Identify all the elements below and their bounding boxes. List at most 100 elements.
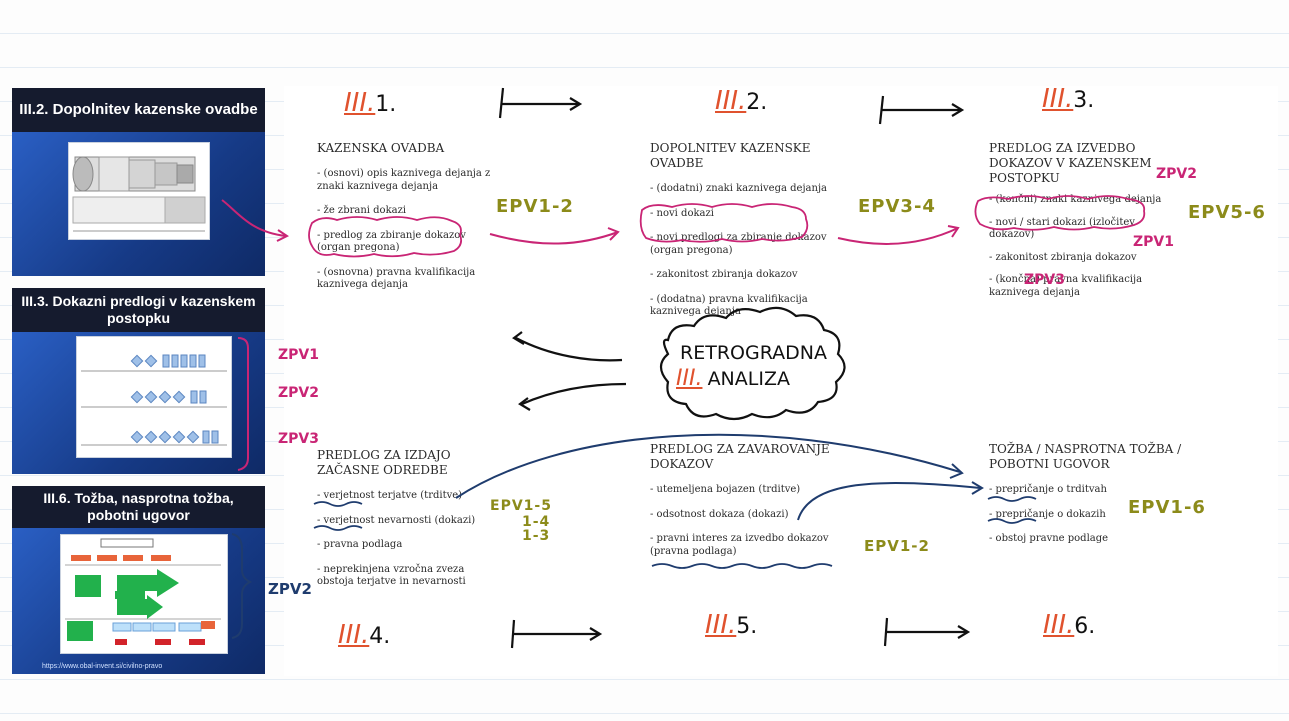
annotation-epv-1-2: EPV1-2 — [496, 196, 574, 217]
annotation-epv-5-6: EPV5-6 — [1188, 202, 1266, 223]
cloud-line-2: III. ANALIZA — [676, 366, 790, 391]
column-tozba: TOŽBA / NASPROTNA TOŽBA / POBOTNI UGOVOR… — [989, 442, 1189, 558]
column-heading: KAZENSKA OVADBA — [317, 141, 445, 155]
list-item: - (osnovna) pravna kvalifikacija kaznive… — [317, 266, 476, 291]
column-heading: TOŽBA / NASPROTNA TOŽBA / POBOTNI UGOVOR — [989, 442, 1182, 471]
slide-body — [12, 332, 265, 474]
underline-verjetnost-nevarnosti — [313, 525, 363, 531]
arrowhead — [518, 397, 531, 411]
slide-tozba[interactable]: III.6. Tožba, nasprotna tožba, pobotni u… — [12, 486, 265, 674]
arrowhead — [971, 481, 984, 495]
annotation-zpv-1-top: ZPV1 — [1133, 234, 1174, 250]
arrowhead — [276, 229, 289, 242]
step-label-2: III.2. — [715, 86, 767, 116]
arrow-retro-upper — [515, 337, 623, 362]
step-label-4: III.4. — [338, 620, 390, 650]
roman-numeral: III. — [676, 366, 703, 391]
arrow-retro-lower — [521, 382, 627, 406]
list-item: - utemeljena bojazen (trditve) — [650, 484, 801, 495]
roman-numeral: III. — [344, 88, 376, 118]
list-item: - (dodatna) pravna kvalifikacija kaznive… — [650, 293, 808, 318]
step-label-3: III.3. — [1042, 84, 1094, 114]
list-item: - novi dokazi — [650, 207, 714, 219]
roman-numeral: III. — [715, 86, 747, 116]
arrow-col2-col3 — [837, 227, 959, 245]
column-predlog-izvedbo: PREDLOG ZA IZVEDBO DOKAZOV V KAZENSKEM P… — [989, 141, 1179, 311]
step-label-6: III.6. — [1043, 610, 1095, 640]
cable-diagram-image — [72, 156, 206, 232]
arrowhead — [949, 463, 964, 479]
arrow-step-5-6 — [883, 617, 971, 647]
slide-dokazni-predlogi[interactable]: III.3. Dokazni predlogi v kazenskem post… — [12, 288, 265, 474]
list-item: - odsotnost dokaza (dokazi) — [650, 508, 789, 520]
step-number: 3. — [1073, 88, 1095, 113]
column-dopolnitev: DOPOLNITEV KAZENSKE OVADBE - (dodatni) z… — [650, 141, 846, 331]
roman-numeral: III. — [1042, 84, 1074, 114]
slide-thumbnail — [68, 142, 210, 240]
annotation-epv-1-6: EPV1-6 — [1128, 497, 1206, 518]
circle-highlight-1 — [308, 216, 463, 258]
list-item: - (osnovi) opis kaznivega dejanja z znak… — [317, 168, 491, 192]
annotation-epv-1-2b: EPV1-2 — [864, 537, 930, 555]
circle-highlight-3 — [974, 195, 1146, 231]
list-item: - zakonitost zbiranja dokazov — [989, 251, 1137, 263]
underline-verjetnost-terjatve — [313, 501, 363, 507]
slide-title: III.6. Tožba, nasprotna tožba, pobotni u… — [12, 486, 265, 528]
step-number: 1. — [375, 92, 397, 117]
annotation-zpv-3-left: ZPV3 — [278, 431, 319, 447]
step-number: 6. — [1074, 614, 1096, 639]
list-item: - prepričanje o trditvah — [989, 484, 1107, 495]
bracket-slide-2 — [237, 337, 249, 471]
arrowhead — [947, 225, 960, 238]
slide-body — [12, 132, 265, 276]
arrow-slide-to-col1 — [221, 199, 287, 237]
bracket-slide-3 — [231, 533, 253, 639]
annotation-zpv-1-left: ZPV1 — [278, 347, 319, 363]
list-item: - (dodatni) znaki kaznivega dejanja — [650, 183, 828, 194]
list-item: - predlog za zbiranje dokazov (organ pre… — [317, 229, 466, 254]
column-heading: DOPOLNITEV KAZENSKE OVADBE — [650, 141, 811, 170]
list-item: - verjetnost terjatve (trditve) — [317, 490, 463, 501]
arrow-col4-to-col6 — [455, 433, 961, 499]
cloud-text: ANALIZA — [707, 368, 790, 390]
column-zacasna-odredba: PREDLOG ZA IZDAJO ZAČASNE ODREDBE - verj… — [317, 448, 477, 601]
list-item: - neprekinjena vzročna zveza obstoja ter… — [317, 563, 466, 588]
list-item: - pravni interes za izvedbo dokazov (pra… — [650, 533, 829, 557]
arrow-col5-to-col6 — [797, 481, 981, 521]
annotation-zpv-2-left: ZPV2 — [278, 385, 319, 401]
column-zavarovanje-dokazov: PREDLOG ZA ZAVAROVANJE DOKAZOV - utemelj… — [650, 442, 850, 570]
list-item: - verjetnost nevarnosti (dokazi) — [317, 514, 476, 526]
evidence-chain-image — [81, 354, 227, 446]
annotation-zpv-2-top: ZPV2 — [1156, 166, 1197, 182]
column-heading: PREDLOG ZA IZDAJO ZAČASNE ODREDBE — [317, 448, 451, 477]
slide-thumbnail — [76, 336, 232, 458]
slide-dopolnitev[interactable]: III.2. Dopolnitev kazenske ovadbe — [12, 88, 265, 276]
list-item: - pravna podlaga — [317, 539, 403, 550]
underline-prepricanje-dokazih — [987, 518, 1037, 524]
column-kazenska-ovadba: KAZENSKA OVADBA - (osnovi) opis kazniveg… — [317, 141, 495, 304]
slide-title: III.2. Dopolnitev kazenske ovadbe — [12, 88, 265, 132]
column-heading: PREDLOG ZA ZAVAROVANJE DOKAZOV — [650, 442, 830, 471]
arrow-col1-col2 — [489, 231, 619, 245]
step-label-1: III.1. — [344, 88, 396, 118]
roman-numeral: III. — [1043, 610, 1075, 640]
slide-url: https://www.obal-invent.si/civilno-pravo — [42, 663, 163, 670]
annotation-epv-3-4: EPV3-4 — [858, 196, 936, 217]
step-number: 2. — [746, 90, 768, 115]
slide-thumbnail — [60, 534, 228, 654]
step-number: 4. — [369, 624, 391, 649]
annotation-epv-1-4: 1-4 — [522, 514, 551, 530]
list-item: - obstoj pravne podlage — [989, 533, 1109, 544]
arrowhead — [512, 331, 525, 345]
roman-numeral: III. — [338, 620, 370, 650]
slide-body: https://www.obal-invent.si/civilno-pravo — [12, 528, 265, 674]
list-item: - zakonitost zbiranja dokazov — [650, 269, 798, 280]
list-item: - (končni) znaki kaznivega dejanja — [989, 194, 1162, 205]
annotation-zpv-3-top: ZPV3 — [1024, 272, 1065, 288]
annotation-zpv-2-bottom: ZPV2 — [268, 580, 312, 598]
column-heading: PREDLOG ZA IZVEDBO DOKAZOV V KAZENSKEM P… — [989, 141, 1152, 185]
arrowhead — [607, 227, 620, 241]
circle-highlight-2 — [639, 203, 809, 243]
cloud-shape — [659, 306, 846, 421]
